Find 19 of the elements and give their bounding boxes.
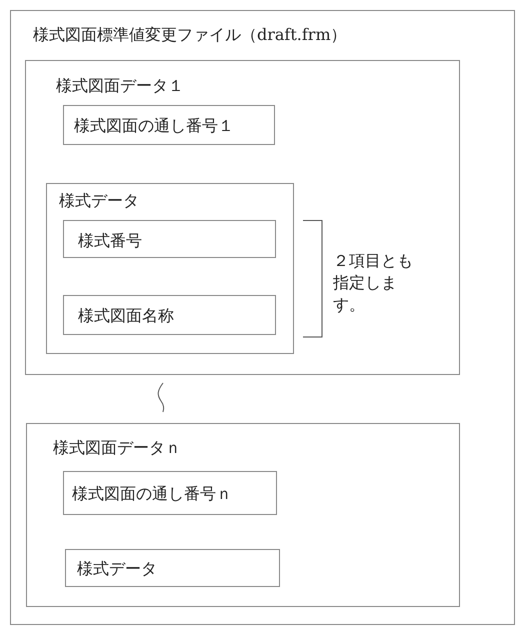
group-box [46, 183, 294, 354]
field-label: 様式番号 [78, 231, 142, 251]
field-label: 様式図面の通し番号ｎ [72, 484, 232, 504]
group-box [25, 60, 460, 375]
heading-text: 様式図面標準値変更ファイル（draft.frm） [33, 25, 347, 45]
field-label: 様式図面名称 [78, 306, 174, 326]
heading-text: 様式図面データ１ [56, 76, 184, 96]
file-frame [10, 10, 515, 625]
field-box [63, 220, 276, 258]
group-box [26, 423, 460, 607]
heading-text: 様式図面データｎ [53, 438, 181, 458]
field-box [63, 295, 276, 335]
field-label: 様式データ [77, 559, 157, 579]
field-box [65, 549, 280, 587]
field-box [63, 105, 275, 145]
field-box [63, 471, 277, 515]
note-text: ２項目とも指定します。 [333, 250, 414, 316]
heading-text: 様式データ [59, 191, 139, 211]
field-label: 様式図面の通し番号１ [74, 116, 234, 136]
